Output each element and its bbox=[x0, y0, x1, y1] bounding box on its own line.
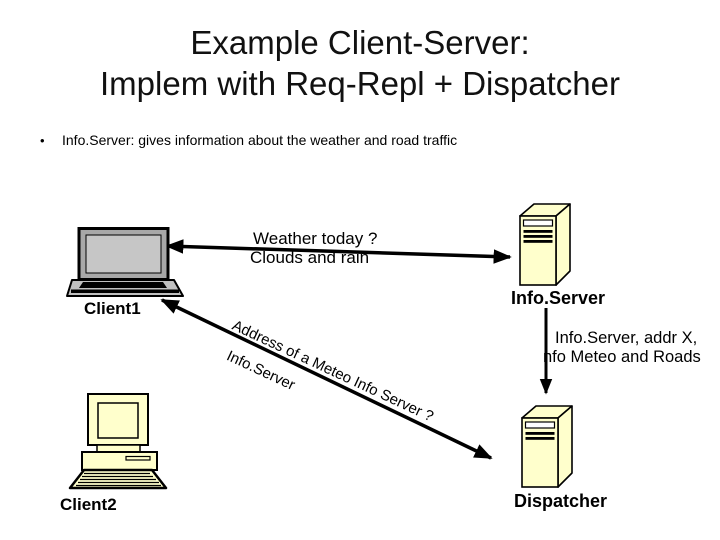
weather-request-text: Weather today ? bbox=[253, 229, 378, 248]
address-request-reply-text: Address of a Meteo Info Server ? Info.Se… bbox=[216, 316, 437, 454]
registration-line-2: nfo Meteo and Roads bbox=[543, 348, 701, 366]
registration-line-1: Info.Server, addr X, bbox=[555, 329, 698, 347]
dispatcher-label: Dispatcher bbox=[514, 491, 608, 511]
slide-title: Example Client-Server: Implem with Req-R… bbox=[0, 22, 720, 104]
title-line-1: Example Client-Server: bbox=[190, 24, 530, 61]
client1-label: Client1 bbox=[84, 299, 141, 318]
title-line-2: Implem with Req-Repl + Dispatcher bbox=[100, 65, 620, 102]
desktop-computer-icon bbox=[68, 393, 168, 490]
weather-reply-text: Clouds and rain bbox=[250, 248, 370, 267]
infoserver-label: Info.Server bbox=[511, 288, 606, 308]
laptop-icon bbox=[66, 227, 184, 297]
bullet-icon: • bbox=[40, 133, 45, 148]
bullet-text: Info.Server: gives information about the… bbox=[62, 132, 458, 148]
server-tower-icon bbox=[521, 405, 573, 488]
server-tower-icon bbox=[519, 203, 571, 286]
bullet-item: • Info.Server: gives information about t… bbox=[40, 131, 457, 150]
client2-label: Client2 bbox=[60, 495, 117, 514]
registration-text: Info.Server, addr X, nfo Meteo and Roads bbox=[543, 329, 701, 367]
